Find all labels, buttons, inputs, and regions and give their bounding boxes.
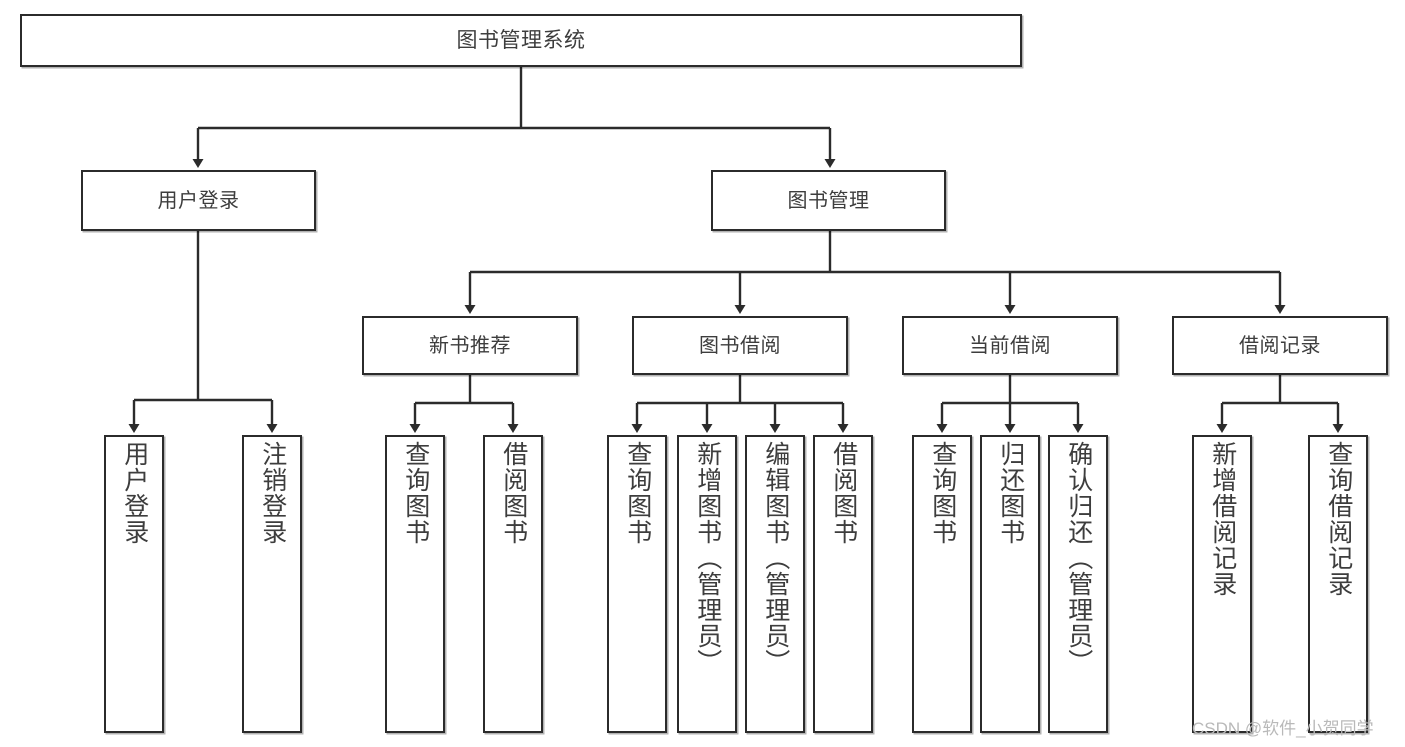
node-label: 注销登录: [258, 441, 287, 545]
leaf-edit-book-admin[interactable]: 编辑图书（管理员）: [745, 435, 805, 733]
node-label: 借阅记录: [1239, 334, 1321, 357]
leaf-query-borrow-record[interactable]: 查询借阅记录: [1308, 435, 1368, 733]
node-label: 借阅图书: [499, 441, 528, 545]
leaf-query-book-recommend[interactable]: 查询图书: [385, 435, 445, 733]
node-label: 新书推荐: [429, 334, 511, 357]
node-label: 查询图书: [623, 441, 652, 545]
leaf-confirm-return-admin[interactable]: 确认归还（管理员）: [1048, 435, 1108, 733]
node-label: 查询图书: [928, 441, 957, 545]
node-label: 用户登录: [120, 441, 149, 545]
node-borrow-record[interactable]: 借阅记录: [1172, 316, 1388, 375]
node-label: 查询图书: [401, 441, 430, 545]
leaf-logout[interactable]: 注销登录: [242, 435, 302, 733]
node-label: 用户登录: [157, 189, 240, 212]
node-label: 查询借阅记录: [1324, 441, 1353, 597]
node-label: 编辑图书（管理员）: [761, 441, 790, 675]
leaf-query-book-borrow[interactable]: 查询图书: [607, 435, 667, 733]
node-label: 新增借阅记录: [1208, 441, 1237, 597]
leaf-query-book-current[interactable]: 查询图书: [912, 435, 972, 733]
leaf-borrow-book-recommend[interactable]: 借阅图书: [483, 435, 543, 733]
watermark: CSDN @软件_小贺同学: [1192, 719, 1374, 738]
node-label: 当前借阅: [969, 334, 1051, 357]
leaf-add-borrow-record[interactable]: 新增借阅记录: [1192, 435, 1252, 733]
leaf-add-book-admin[interactable]: 新增图书（管理员）: [677, 435, 737, 733]
node-current-borrow[interactable]: 当前借阅: [902, 316, 1118, 375]
leaf-borrow-book[interactable]: 借阅图书: [813, 435, 873, 733]
node-label: 借阅图书: [829, 441, 858, 545]
leaf-user-login[interactable]: 用户登录: [104, 435, 164, 733]
node-book-borrow[interactable]: 图书借阅: [632, 316, 848, 375]
node-label: 图书管理: [787, 189, 870, 212]
node-user-login[interactable]: 用户登录: [81, 170, 316, 231]
node-root-system[interactable]: 图书管理系统: [20, 14, 1022, 67]
node-label: 归还图书: [996, 441, 1025, 545]
leaf-return-book[interactable]: 归还图书: [980, 435, 1040, 733]
node-book-management[interactable]: 图书管理: [711, 170, 946, 231]
node-new-book-recommend[interactable]: 新书推荐: [362, 316, 578, 375]
node-label: 图书管理系统: [456, 28, 586, 52]
node-label: 确认归还（管理员）: [1064, 441, 1093, 675]
node-label: 图书借阅: [699, 334, 781, 357]
node-label: 新增图书（管理员）: [693, 441, 722, 675]
